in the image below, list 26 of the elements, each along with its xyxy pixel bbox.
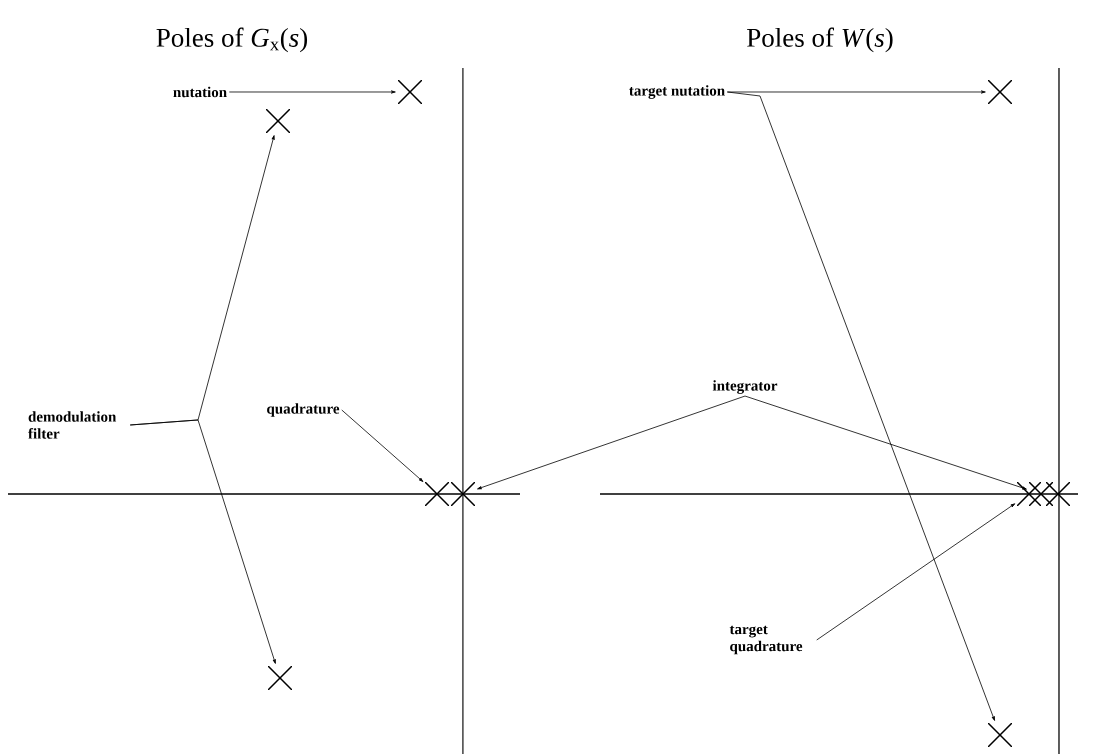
pole-cross	[268, 666, 292, 690]
leader-arrow	[341, 409, 424, 482]
leader-arrow	[816, 503, 1016, 641]
leader-arrow	[228, 90, 396, 94]
pole-cross	[451, 482, 475, 506]
pole-cross	[1029, 482, 1053, 506]
leader-arrow	[726, 91, 995, 721]
pole-cross	[988, 723, 1012, 747]
pole-cross	[266, 109, 290, 133]
leader-arrow	[129, 419, 276, 664]
pole-label: demodulation filter	[28, 411, 117, 439]
leader-arrow	[477, 395, 746, 490]
pole-cross	[988, 80, 1012, 104]
leader-arrow	[726, 90, 986, 94]
pole-cross	[425, 482, 449, 506]
plot-title: Poles of W(s)	[747, 27, 893, 53]
plot-title: Poles of G$_{x}$(s)	[156, 27, 308, 53]
pole-cross	[1046, 482, 1070, 506]
pole-cross	[398, 80, 422, 104]
pole-label: nutation	[173, 86, 227, 98]
pole-label: quadrature	[267, 403, 340, 417]
pole-label: target nutation	[629, 85, 725, 99]
leader-arrow	[744, 395, 1027, 490]
pole-cross	[1017, 482, 1041, 506]
pole-label: integrator	[712, 380, 778, 394]
pole-label: target quadrature	[729, 625, 803, 655]
